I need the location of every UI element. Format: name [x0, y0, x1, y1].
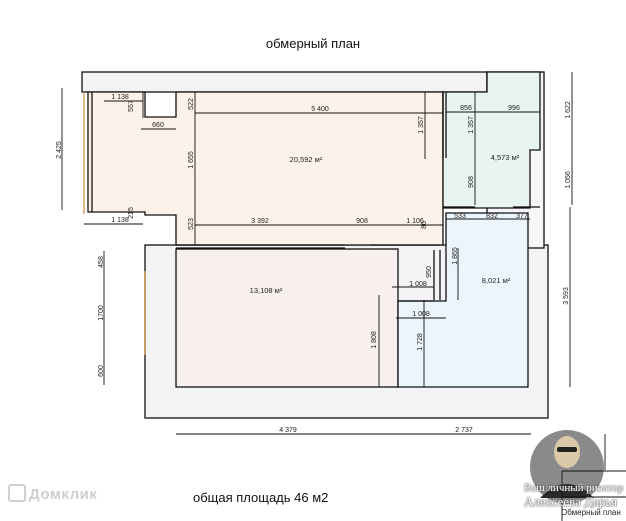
dim-label: 1 008 — [409, 281, 427, 288]
dim-label: 5 400 — [311, 106, 329, 113]
dim-label: 1 106 — [406, 218, 424, 225]
dim-label: 1 056 — [565, 171, 572, 189]
dim-label: 1 357 — [468, 116, 475, 134]
living-area-label: 20,592 м² — [290, 155, 323, 164]
dim-label: 1 138 — [111, 94, 129, 101]
dim-label: 215 — [128, 207, 135, 219]
dim-label: 1 138 — [111, 217, 129, 224]
realtor-avatar — [530, 430, 604, 504]
dim-label: 4 379 — [279, 427, 297, 434]
dim-label: 557 — [128, 100, 135, 112]
dim-label: 856 — [460, 105, 472, 112]
dim-label: 832 — [486, 213, 498, 220]
realtor-name: Алексеева Дарья — [524, 494, 618, 509]
dim-label: 86 — [421, 221, 428, 229]
room-bedroom — [175, 248, 399, 388]
dim-label: 3 593 — [563, 287, 570, 305]
dim-label: 1 622 — [565, 101, 572, 119]
dim-label: 1 808 — [371, 331, 378, 349]
dim-label: 1 357 — [418, 116, 425, 134]
dim-label: 1 728 — [417, 333, 424, 351]
dim-label: 1 008 — [412, 311, 430, 318]
room-bathroom — [442, 71, 541, 209]
dimension-lines — [61, 72, 573, 435]
dim-label: 2 425 — [56, 141, 63, 159]
stamp-caption: Обмерный план — [561, 508, 621, 517]
plan-title: обмерный план — [265, 36, 361, 51]
dim-label: 996 — [508, 105, 520, 112]
realtor-line1: Ваш личный риэлтор — [524, 482, 624, 494]
dim-label: 377 — [516, 213, 528, 220]
kitchen-area-label: 8,021 м² — [482, 276, 511, 285]
dim-label: 1 865 — [452, 247, 459, 265]
dim-label: 2 737 — [455, 427, 473, 434]
room-living — [87, 91, 444, 246]
room-kitchen — [397, 212, 529, 388]
total-area: общая площадь 46 м2 — [193, 490, 329, 505]
dim-label: 908 — [356, 218, 368, 225]
bedroom-area-label: 13,108 м² — [250, 286, 283, 295]
bathroom-area-label: 4,573 м² — [491, 153, 520, 162]
logo-text: Домклик — [29, 486, 98, 503]
dim-label: 908 — [468, 176, 475, 188]
dim-label: 3 392 — [251, 218, 269, 225]
dim-label: 522 — [188, 98, 195, 110]
dim-label: 458 — [98, 256, 105, 268]
dim-label: 533 — [454, 213, 466, 220]
dimension-labels: 2 425 1 138 557 660 522 5 400 1 655 1 35… — [56, 94, 572, 434]
dim-label: 1700 — [98, 305, 105, 321]
dim-label: 950 — [426, 266, 433, 278]
windows — [83, 92, 146, 355]
domclick-logo: Домклик — [8, 484, 97, 503]
stamp-frame — [561, 434, 626, 521]
dim-label: 1 655 — [188, 151, 195, 169]
dim-label: 600 — [98, 365, 105, 377]
house-icon — [8, 484, 26, 502]
dim-label: 523 — [188, 218, 195, 230]
dim-label: 660 — [152, 122, 164, 129]
